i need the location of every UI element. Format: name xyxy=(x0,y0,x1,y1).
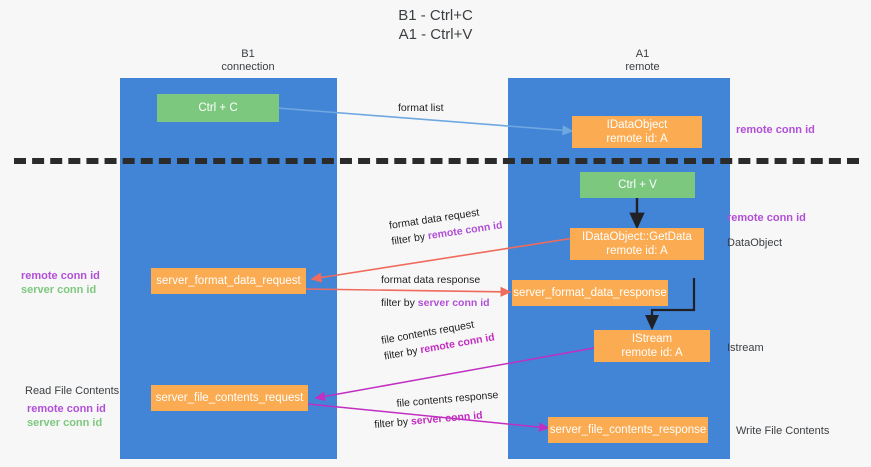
filter-prefix: filter by xyxy=(383,344,422,363)
filter-prefix: filter by xyxy=(381,297,418,309)
left-label-server-conn-id: server conn id xyxy=(21,284,97,296)
right-label-istream: Istream xyxy=(727,342,764,354)
left-label-server-conn-id-2: server conn id xyxy=(27,417,103,429)
box-server-file-contents-response[interactable]: server_file_contents_response xyxy=(548,417,708,443)
box-idataobject-getdata[interactable]: IDataObject::GetData remote id: A xyxy=(570,228,704,260)
phase-divider xyxy=(14,158,859,164)
filter-value-server-conn-id: server conn id xyxy=(417,297,490,309)
arrow-label-format-data-response: format data response xyxy=(381,274,481,286)
arrow-label-file-contents-response-filter: filter by server conn id xyxy=(374,406,501,433)
lane-header-b1: B1 connection xyxy=(221,48,275,73)
box-server-format-data-request[interactable]: server_format_data_request xyxy=(151,268,306,294)
filter-prefix: filter by xyxy=(373,415,412,431)
arrow-label-format-data-request-group: format data request filter by remote con… xyxy=(388,201,504,249)
lane-header-a1: A1 remote xyxy=(625,48,660,73)
box-server-format-data-response[interactable]: server_format_data_response xyxy=(512,280,668,306)
arrow-label-format-list: format list xyxy=(398,102,444,114)
left-label-remote-conn-id: remote conn id xyxy=(21,270,100,282)
box-idataobject[interactable]: IDataObject remote id: A xyxy=(572,116,702,148)
arrow-label-format-data-response-filter: filter by server conn id xyxy=(381,295,490,311)
page-title: B1 - Ctrl+C A1 - Ctrl+V xyxy=(398,7,473,43)
left-label-read-file-contents: Read File Contents xyxy=(25,385,120,397)
right-label-remote-conn-id-mid: remote conn id xyxy=(727,212,806,224)
right-label-dataobject: DataObject xyxy=(727,237,783,249)
filter-value-server-conn-id: server conn id xyxy=(410,409,484,428)
box-ctrl-v[interactable]: Ctrl + V xyxy=(580,172,695,198)
right-label-remote-conn-id-top: remote conn id xyxy=(736,124,815,136)
box-ctrl-c[interactable]: Ctrl + C xyxy=(157,94,279,122)
right-label-write-file-contents: Write File Contents xyxy=(736,425,830,437)
arrow-label-format-data-response-group: format data response filter by server co… xyxy=(381,272,490,311)
box-server-file-contents-request[interactable]: server_file_contents_request xyxy=(151,385,308,411)
left-label-remote-conn-id-2: remote conn id xyxy=(27,403,106,415)
box-istream[interactable]: IStream remote id: A xyxy=(594,330,710,362)
arrow-label-file-contents-response-group: file contents response filter by server … xyxy=(372,387,501,433)
arrow-label-file-contents-request-group: file contents request filter by remote c… xyxy=(380,314,496,365)
filter-prefix: filter by xyxy=(390,230,429,248)
